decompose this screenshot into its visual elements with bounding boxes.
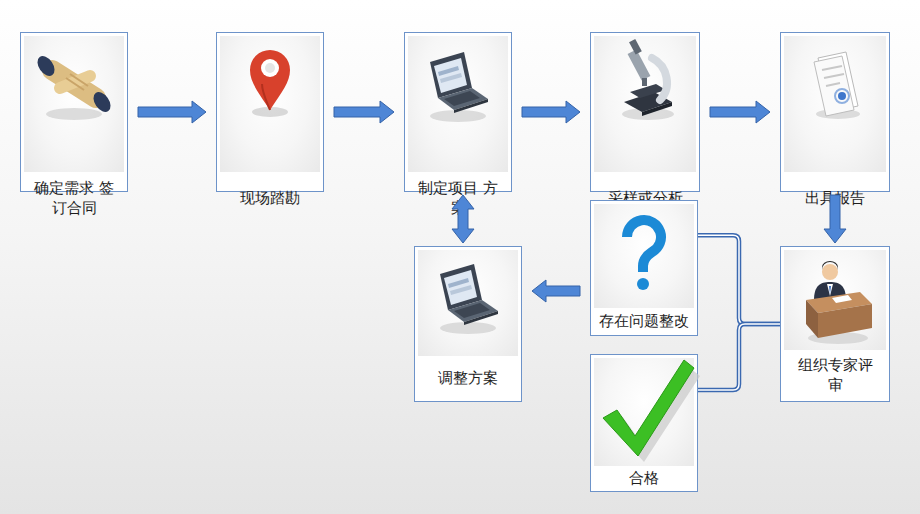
laptop-icon [440, 264, 498, 334]
box-label: 合格 [602, 468, 686, 488]
process-box: 采样或分析 [590, 32, 700, 192]
icon-panel [594, 204, 694, 308]
process-box: 合格 [590, 354, 698, 492]
label-wrap: 合格 [602, 468, 686, 488]
box-label: 组织专家评 审 [793, 355, 877, 395]
block-arrow [532, 280, 580, 302]
block-arrow [710, 101, 770, 123]
connector-inner [698, 324, 780, 390]
label-wrap: 调整方案 [426, 368, 510, 388]
block-arrow [824, 195, 846, 243]
label-area: 合格 [591, 466, 697, 490]
icon-panel [784, 36, 886, 172]
label-area: 存在问题整改 [591, 308, 697, 334]
handshake-icon [34, 53, 114, 120]
box-label: 调整方案 [426, 368, 510, 388]
label-area: 调整方案 [415, 356, 521, 400]
label-area: 确定需求 签订合同 [21, 172, 127, 224]
label-wrap: 确定需求 签订合同 [32, 178, 116, 218]
icon-panel [784, 250, 886, 350]
question-mark-icon [627, 220, 661, 290]
connector-outer [698, 235, 780, 324]
box-label: 现场踏勘 [228, 188, 312, 208]
block-arrow [138, 101, 206, 123]
process-box: 现场踏勘 [216, 32, 324, 192]
process-box: 调整方案 [414, 246, 522, 402]
double-line-connector [698, 324, 780, 390]
reviewer-icon [806, 261, 872, 344]
laptop-icon [430, 52, 488, 122]
label-wrap: 现场踏勘 [228, 188, 312, 208]
label-area: 组织专家评 审 [781, 350, 889, 400]
icon-panel [408, 36, 508, 172]
label-wrap: 组织专家评 审 [793, 355, 877, 395]
location-pin-icon [250, 50, 290, 117]
label-area: 现场踏勘 [217, 172, 323, 224]
box-label: 出具报告 [793, 188, 877, 208]
box-label: 确定需求 签订合同 [32, 178, 116, 218]
label-wrap: 存在问题整改 [594, 311, 694, 331]
box-label: 制定项目 方案 [416, 178, 500, 218]
box-label: 存在问题整改 [594, 311, 694, 331]
label-area: 制定项目 方案 [405, 172, 511, 224]
microscope-icon [622, 39, 674, 120]
process-box: 制定项目 方案 [404, 32, 512, 192]
document-icon [814, 52, 860, 119]
block-arrow [522, 101, 580, 123]
label-wrap: 出具报告 [793, 188, 877, 208]
block-arrow [334, 101, 394, 123]
process-box: 出具报告 [780, 32, 890, 192]
icon-panel [418, 250, 518, 356]
label-area: 出具报告 [781, 172, 889, 224]
icon-panel [220, 36, 320, 172]
label-wrap: 制定项目 方案 [416, 178, 500, 218]
connector-outer [698, 324, 780, 390]
process-box: 确定需求 签订合同 [20, 32, 128, 192]
process-box: 组织专家评 审 [780, 246, 890, 402]
connector-inner [698, 235, 780, 324]
icon-panel [594, 358, 694, 466]
process-box: 存在问题整改 [590, 200, 698, 336]
icon-panel [594, 36, 696, 172]
block-arrow [452, 195, 474, 243]
double-line-connector [698, 235, 780, 324]
icon-panel [24, 36, 124, 172]
checkmark-icon [603, 360, 700, 462]
